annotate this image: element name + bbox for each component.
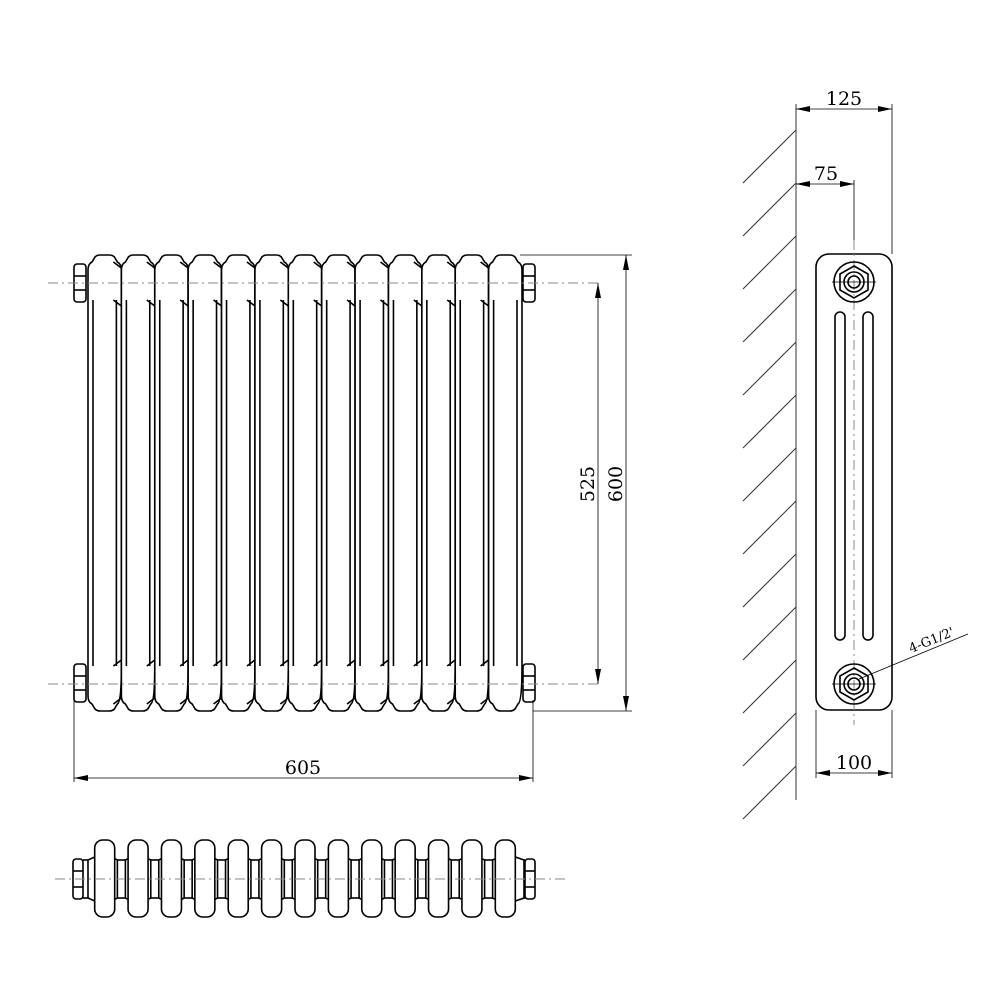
dimension-depth-with-gap: 125 <box>796 88 893 254</box>
hatch-line <box>742 235 797 290</box>
dimension-overall-height: 600 <box>520 254 632 712</box>
front-columns <box>87 254 523 712</box>
hatch-line <box>742 288 797 343</box>
left-slot <box>834 311 846 641</box>
bottom-connection-fitting <box>832 663 876 705</box>
right-bottom-plug <box>522 663 536 703</box>
dimension-pipe-centres: 525 <box>577 283 601 684</box>
hatch-line <box>742 447 797 502</box>
left-bottom-plug <box>73 663 87 703</box>
side-view: 4-G1/2' 125 75 100 <box>742 88 969 820</box>
hatch-line <box>742 129 797 184</box>
dimension-label-605: 605 <box>285 757 321 779</box>
top-connection-fitting <box>832 261 876 303</box>
hatch-line <box>742 341 797 396</box>
dimension-label-100: 100 <box>836 752 872 774</box>
dimension-label-525: 525 <box>577 466 599 502</box>
top-view <box>55 839 565 918</box>
dimension-label-125: 125 <box>826 88 862 110</box>
hatch-line <box>742 606 797 661</box>
dimension-label-75: 75 <box>814 163 838 185</box>
connection-label: 4-G1/2' <box>907 625 957 657</box>
hatch-line <box>742 182 797 237</box>
front-view <box>48 254 600 712</box>
hatch-line <box>742 394 797 449</box>
dimension-wall-to-centre: 75 <box>796 163 855 240</box>
radiator-column <box>153 254 197 712</box>
right-slot <box>862 311 874 641</box>
hatch-line <box>742 500 797 555</box>
hatch-line <box>742 659 797 714</box>
dimension-overall-width: 605 <box>73 700 534 782</box>
hatch-line <box>742 765 797 820</box>
top-view-column <box>260 839 301 918</box>
wall-hatch <box>742 129 797 820</box>
dimension-label-600: 600 <box>605 466 627 502</box>
radiator-column <box>487 254 523 712</box>
hatch-line <box>742 553 797 608</box>
hatch-line <box>742 712 797 767</box>
dimension-radiator-depth: 100 <box>815 710 893 778</box>
